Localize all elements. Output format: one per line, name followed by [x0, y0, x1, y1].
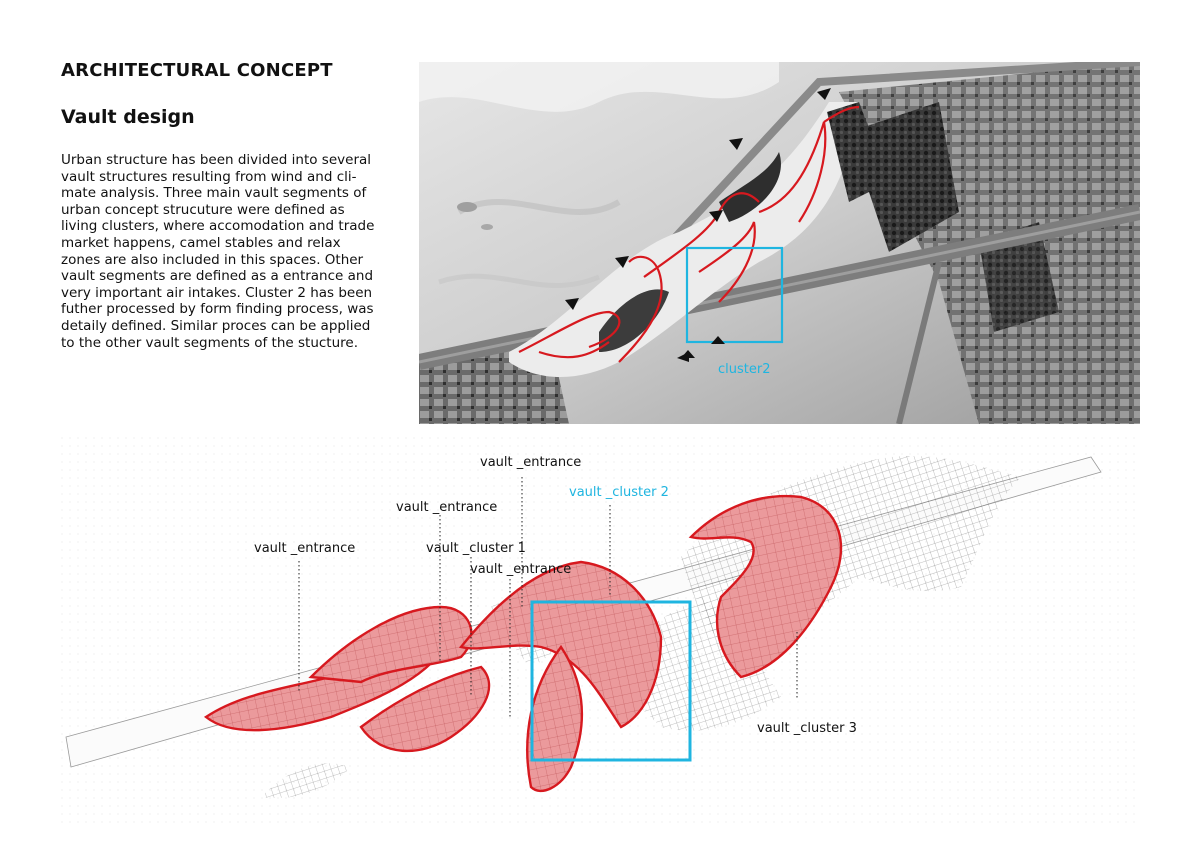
label-vault-cluster-2: vault _cluster 2: [569, 485, 669, 500]
description-line: very important air intakes. Cluster 2 ha…: [61, 284, 373, 301]
description-line: vault segments are defined as a entrance…: [61, 268, 374, 285]
description-line: Urban structure has been divided into se…: [61, 152, 372, 168]
label-vault-cluster-1: vault _cluster 1: [426, 541, 526, 556]
description-line: urban concept strucuture were defined as: [61, 201, 345, 218]
description-line: zones are also included in this spaces. …: [61, 251, 364, 268]
description-text: Urban structure has been divided into se…: [61, 152, 411, 351]
cluster2-map-label: cluster2: [718, 362, 771, 377]
description-line: vault structures resulting from wind and…: [61, 168, 357, 185]
label-vault-entrance-mid: vault _entrance: [396, 500, 498, 515]
label-vault-entrance-low: vault _entrance: [470, 562, 572, 577]
section-subtitle: Vault design: [61, 106, 195, 128]
label-vault-entrance-left: vault _entrance: [254, 541, 356, 556]
cluster2-highlight-box: [685, 246, 784, 344]
page-title: ARCHITECTURAL CONCEPT: [61, 60, 333, 81]
vault-diagram-graphic: [61, 437, 1140, 827]
label-vault-cluster-3: vault _cluster 3: [757, 721, 857, 736]
label-vault-entrance-top: vault _entrance: [480, 455, 582, 470]
site-map-graphic: [419, 62, 1140, 424]
description-line: detaily defined. Similar proces can be a…: [61, 317, 371, 334]
cluster2-focus-box: [530, 600, 692, 762]
site-map: cluster2: [419, 62, 1140, 424]
description-line: to the other vault segments of the stuct…: [61, 334, 358, 351]
vault-diagram: vault _entrance vault _cluster 2 vault _…: [61, 437, 1140, 827]
description-line: futher processed by form finding process…: [61, 301, 374, 318]
description-line: mate analysis. Three main vault segments…: [61, 185, 367, 202]
description-line: living clusters, where accomodation and …: [61, 218, 375, 235]
description-line: market happens, camel stables and relax: [61, 234, 341, 251]
